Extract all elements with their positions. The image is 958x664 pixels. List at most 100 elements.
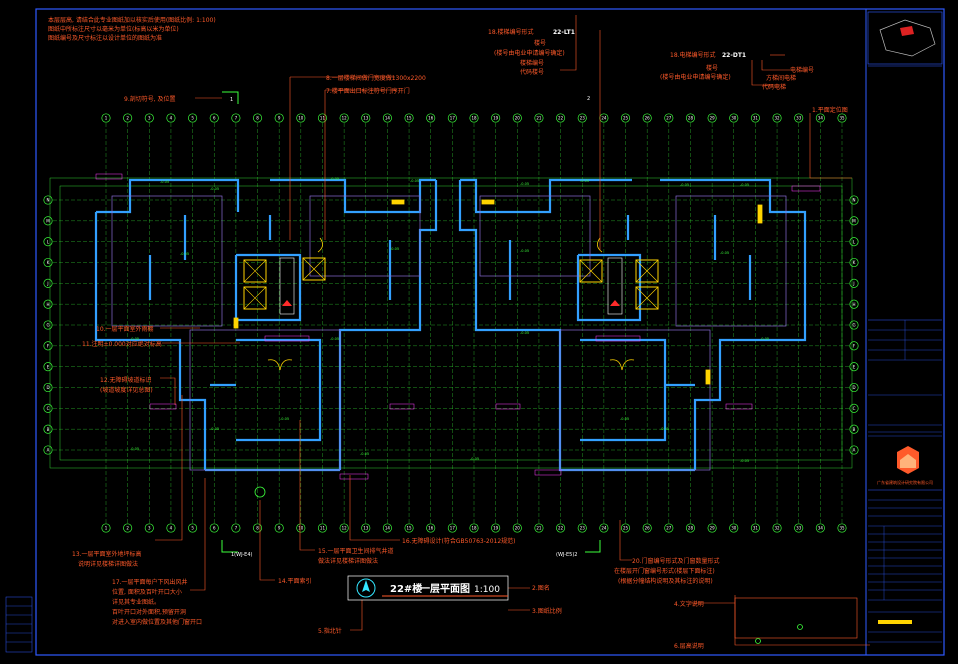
axis-bubble-bottom-label: 10 <box>298 526 304 531</box>
axis-bubble-top-label: 19 <box>493 116 499 121</box>
axis-bubble-top-label: 22 <box>558 116 564 121</box>
callout-shaft-note: 百叶开口对外面积,预留开洞 <box>112 608 186 616</box>
axis-bubble-top-label: 9 <box>278 116 281 121</box>
axis-bubble-top <box>361 113 371 123</box>
svg-text:-0.05: -0.05 <box>740 183 749 187</box>
axis-bubble-right-label: J <box>852 281 854 286</box>
callout-ramp-note: (坡道坡度详见总图) <box>100 386 153 394</box>
axis-bubble-top <box>296 113 306 123</box>
callout-scale: 3.图纸比例 <box>532 607 562 615</box>
axis-bubble-bottom <box>426 523 436 533</box>
elevation-marks: -0.05-0.05-0.05 -0.05-0.05-0.05 -0.05-0.… <box>130 177 769 463</box>
axis-bubble-top <box>729 113 739 123</box>
axis-bubble-right <box>849 403 859 413</box>
axis-bubble-right-label: B <box>853 427 856 432</box>
axis-bubble-bottom-label: 23 <box>580 526 586 531</box>
axis-bubble-top <box>166 113 176 123</box>
axis-bubble-left-label: M <box>46 218 50 223</box>
axis-bubble-bottom-label: 16 <box>428 526 434 531</box>
axis-bubble-bottom-label: 32 <box>775 526 781 531</box>
axis-bubble-left <box>43 216 53 226</box>
axis-bubble-bottom <box>664 523 674 533</box>
callout-ramp: 12.无障碍坡道标识 <box>100 376 152 384</box>
axis-bubble-top-label: 31 <box>753 116 759 121</box>
axis-bubble-left <box>43 341 53 351</box>
axis-bubble-left-label: K <box>47 260 50 265</box>
axis-bubble-bottom <box>404 523 414 533</box>
site-plan-highlight <box>900 26 914 36</box>
svg-text:-0.05: -0.05 <box>210 187 219 191</box>
bottom-ref-left: 1(WJ-E4) <box>231 552 253 558</box>
axis-bubble-bottom <box>382 523 392 533</box>
svg-text:-0.05: -0.05 <box>410 179 419 183</box>
stair-code-part: 代码楼号 <box>520 68 544 76</box>
axis-bubble-top-label: 24 <box>601 116 607 121</box>
axis-bubble-right <box>849 216 859 226</box>
axis-bubble-top-label: 1 <box>105 116 108 121</box>
plan-title: 一层平面图 <box>420 583 470 595</box>
axis-bubble-right-label: N <box>853 198 856 203</box>
axis-bubble-top-label: 17 <box>450 116 456 121</box>
axis-bubble-bottom-label: 31 <box>753 526 759 531</box>
axis-bubble-bottom <box>685 523 696 533</box>
axis-bubble-left <box>43 299 53 309</box>
axis-bubble-left-label: J <box>46 281 48 286</box>
axis-bubble-bottom-label: 20 <box>515 526 521 531</box>
callout-title: 2.图名 <box>532 584 550 592</box>
callout-canopy: 10.一层平面室外雨棚 <box>96 325 154 333</box>
axis-bubble-bottom-label: 25 <box>623 526 629 531</box>
axis-bubble-right-label: D <box>852 385 855 390</box>
axis-bubble-top <box>274 113 284 123</box>
company-logo-icon <box>897 446 919 474</box>
axis-bubble-left <box>43 195 53 205</box>
axis-bubble-top <box>426 113 436 123</box>
axis-bubble-top-label: 30 <box>731 116 737 121</box>
axis-bubble-bottom <box>209 523 219 533</box>
axis-bubble-bottom <box>620 523 631 533</box>
axis-bubble-top <box>534 113 544 123</box>
axis-bubble-left-label: C <box>47 406 50 411</box>
axis-bubble-bottom <box>317 523 328 533</box>
axis-bubble-right <box>849 278 859 288</box>
callout-ground-level-note: 说明详见楼梯详图做法 <box>78 560 138 568</box>
svg-text:-0.05: -0.05 <box>760 337 769 341</box>
axis-bubble-left <box>43 320 53 330</box>
callout-shaft-note: 详见其专业图纸。 <box>112 598 160 606</box>
axis-bubbles: 1122334455667788991010111112121313141415… <box>43 113 859 533</box>
axis-bubble-right <box>849 237 859 247</box>
dimension-tags <box>95 173 821 480</box>
axis-bubble-top <box>252 113 263 123</box>
plan-scale: 1:100 <box>474 585 500 595</box>
axis-bubble-top <box>772 113 782 123</box>
callout-door-window-note: (根据分幢结构说明及其标注的说明) <box>618 577 713 585</box>
building-outline <box>49 177 853 469</box>
axis-bubble-bottom-label: 2 <box>126 526 129 531</box>
axis-bubble-left <box>43 278 53 288</box>
axis-bubble-bottom <box>166 523 176 533</box>
axis-bubble-top <box>642 113 652 123</box>
axis-bubble-top <box>339 113 349 123</box>
axis-bubble-bottom-label: 29 <box>710 526 716 531</box>
callout-shaft: 17.一层平面每户下风出风井 <box>112 578 188 586</box>
axis-bubble-bottom-label: 4 <box>170 526 173 531</box>
axis-bubble-top <box>404 113 414 123</box>
axis-bubble-bottom-label: 3 <box>148 526 151 531</box>
stair-code: 22-LT1 <box>553 29 575 36</box>
axis-bubble-bottom <box>361 523 371 533</box>
axis-bubble-top <box>317 113 328 123</box>
axis-bubble-bottom-label: 13 <box>363 526 369 531</box>
axis-bubble-bottom <box>750 523 760 533</box>
axis-bubble-bottom-label: 18 <box>471 526 477 531</box>
axis-bubble-bottom-label: 6 <box>213 526 216 531</box>
drawing-title: 22#楼 一层平面图 1:100 <box>347 575 509 601</box>
stair-core-right <box>579 257 659 315</box>
axis-bubble-top-label: 23 <box>580 116 586 121</box>
axis-bubble-top-label: 18 <box>471 116 477 121</box>
axis-bubble-top-label: 5 <box>191 116 194 121</box>
svg-text:-0.05: -0.05 <box>520 249 529 253</box>
axis-bubble-bottom-label: 22 <box>558 526 564 531</box>
stair-code-part: 楼号 <box>534 39 546 47</box>
company-name: 广东省建筑设计研究院有限公司 <box>877 479 933 485</box>
axis-bubble-top <box>209 113 219 123</box>
